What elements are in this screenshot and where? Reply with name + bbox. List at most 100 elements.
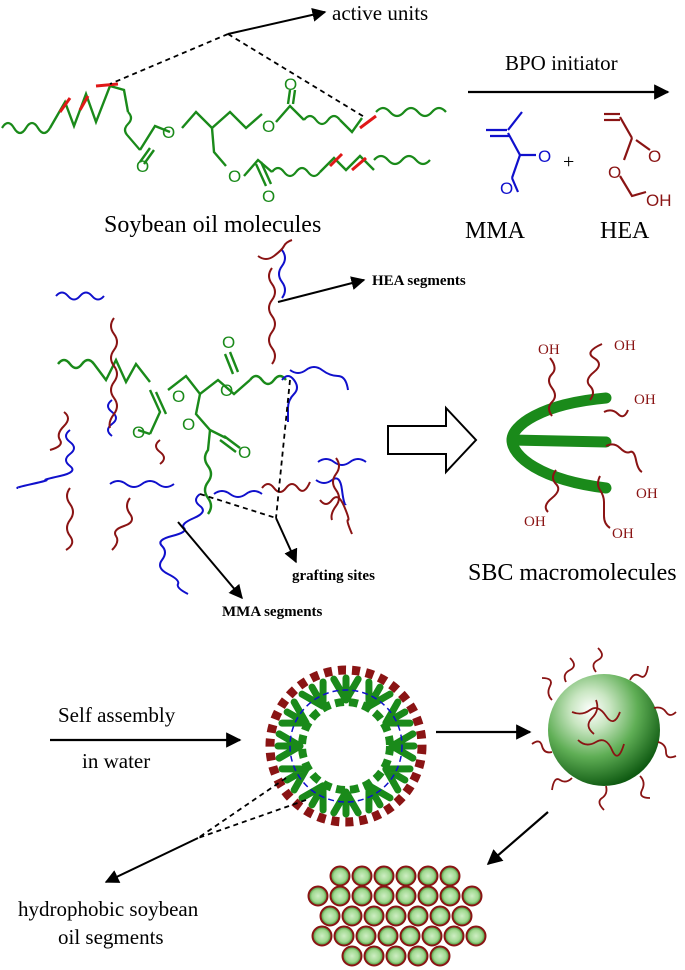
hydrophobic-pointer: [104, 777, 307, 883]
micelle-arm: [382, 765, 414, 794]
hydrophobic-label-line1: hydrophobic soybean: [18, 897, 199, 921]
nanoparticle: [329, 865, 351, 887]
nanoparticle: [429, 945, 451, 967]
nanoparticle: [319, 905, 341, 927]
plus-sign: +: [563, 151, 574, 173]
oxygen-atom: O: [500, 179, 513, 198]
active-units-pointer: [109, 7, 367, 119]
micelle-arm: [298, 678, 327, 710]
oxygen-atom: O: [132, 423, 145, 442]
nanoparticle: [443, 925, 465, 947]
micelle-arm: [388, 730, 418, 762]
nanoparticle: [341, 905, 363, 927]
micelle-arm: [278, 765, 310, 794]
soybean-oil-molecule: O O O O O O: [1, 75, 447, 206]
oxygen-atom: O: [182, 415, 195, 434]
sbc-macromolecule: OH OH OH OH OH OH: [506, 338, 658, 542]
micelle-arm: [330, 788, 362, 818]
nanoparticle: [373, 885, 395, 907]
double-bond: [351, 156, 367, 172]
oxygen-atom: O: [284, 75, 297, 94]
oxygen-atom: O: [136, 157, 149, 176]
oxygen-atom: O: [220, 381, 233, 400]
micelle-arm: [298, 782, 327, 814]
nanoparticle: [385, 905, 407, 927]
micelle-arm: [278, 698, 310, 727]
mma-structure: [486, 111, 536, 193]
hydroxyl-group: OH: [612, 526, 634, 542]
micelle-arm: [274, 730, 304, 762]
hea-label: HEA: [600, 218, 650, 244]
nanoparticle: [395, 885, 417, 907]
micelle-arm: [382, 698, 414, 727]
aggregation-arrow: [486, 811, 549, 866]
hea-structure: [604, 112, 651, 198]
oxygen-atom: O: [262, 117, 275, 136]
nanoparticle: [461, 885, 483, 907]
hea-segments-label: HEA segments: [372, 273, 466, 289]
oxygen-atom: O: [262, 187, 275, 206]
mma-segments-label: MMA segments: [222, 604, 323, 620]
nanoparticle: [377, 925, 399, 947]
oxygen-atom: O: [222, 333, 235, 352]
nanoparticle: [439, 865, 461, 887]
soybean-oil-molecules-label: Soybean oil molecules: [104, 212, 321, 238]
hydroxyl-group: OH: [646, 191, 672, 210]
self-assembly-label: Self assembly: [58, 703, 176, 727]
oxygen-atom: O: [162, 123, 175, 142]
nanoparticle: [439, 885, 461, 907]
nanoparticle: [417, 865, 439, 887]
hydroxyl-group: OH: [636, 486, 658, 502]
hydroxyl-group: OH: [524, 514, 546, 530]
double-bond: [78, 95, 90, 111]
oxygen-atom: O: [608, 163, 621, 182]
micelle-cross-section: [265, 665, 427, 827]
nanoparticle: [351, 865, 373, 887]
transition-arrow: [387, 405, 478, 475]
nanoparticle: [465, 925, 487, 947]
nanoparticle: [363, 905, 385, 927]
nanoparticle: [407, 945, 429, 967]
nanoparticle: [307, 885, 329, 907]
micelle-arm: [365, 782, 394, 814]
hea-segments-pointer: [277, 276, 366, 303]
nanoparticle: [429, 905, 451, 927]
in-water-label: in water: [82, 749, 150, 773]
grafting-sites-label: grafting sites: [292, 568, 375, 584]
nanoparticle: [341, 945, 363, 967]
nanoparticle: [373, 865, 395, 887]
oxygen-atom: O: [538, 147, 551, 166]
hydroxyl-group: OH: [634, 392, 656, 408]
double-bond: [359, 114, 377, 130]
nanoparticle: [355, 925, 377, 947]
nanoparticle: [421, 925, 443, 947]
bpo-initiator-label: BPO initiator: [505, 51, 618, 75]
double-bond: [58, 97, 72, 113]
sbc-macromolecules-label: SBC macromolecules: [468, 560, 677, 586]
oxygen-atom: O: [172, 387, 185, 406]
mma-segments-pointer: [177, 521, 243, 600]
hydroxyl-group: OH: [614, 338, 636, 354]
double-bond: [95, 82, 119, 88]
oxygen-atom: O: [648, 147, 661, 166]
oxygen-atom: O: [228, 167, 241, 186]
nanoparticle: [329, 885, 351, 907]
nanoparticle: [417, 885, 439, 907]
hydroxyl-group: OH: [538, 342, 560, 358]
grafting-sites-pointer: [199, 379, 298, 564]
double-bond: [328, 152, 344, 168]
nanoparticle: [451, 905, 473, 927]
nanoparticle: [363, 945, 385, 967]
nanoparticle: [333, 925, 355, 947]
oxygen-atom: O: [238, 443, 251, 462]
nanoparticle: [399, 925, 421, 947]
nanoparticle-sphere: [531, 647, 677, 811]
nanoparticle: [351, 885, 373, 907]
particle-cluster: [307, 865, 487, 967]
hydrophobic-label-line2: oil segments: [58, 925, 164, 949]
micelle-arm: [330, 674, 362, 704]
nanoparticle: [311, 925, 333, 947]
grafted-copolymer: O O O O O O: [16, 239, 367, 595]
nanoparticle: [407, 905, 429, 927]
